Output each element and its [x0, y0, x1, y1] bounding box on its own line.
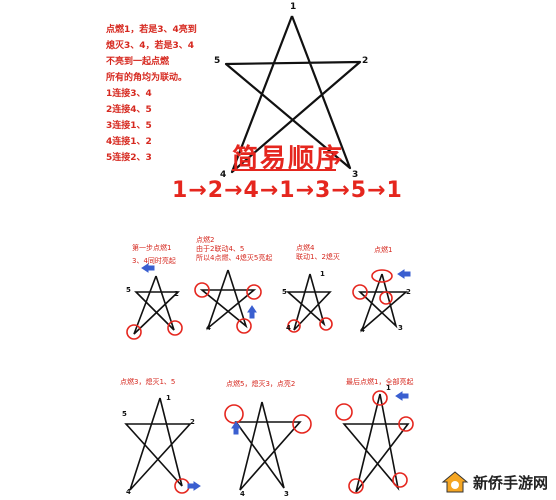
step5-caption: 点燃3，熄灭1、5 [120, 378, 176, 386]
house-icon [441, 471, 469, 493]
note-line: 3连接1、5 [106, 121, 152, 131]
step4-star [352, 269, 409, 333]
step3-line2: 联动1、2熄灭 [296, 253, 340, 261]
step1-line1: 第一步点燃1 [132, 244, 172, 252]
s1-label-2: 2 [174, 290, 179, 298]
instruction-notes: 点燃1，若是3、4亮到 熄灭3、4，若是3、4 不亮到一起点燃 所有的角均为联动… [106, 22, 226, 166]
s3-label-1: 1 [320, 270, 325, 278]
s5-label-2: 2 [190, 418, 195, 426]
step2-line3: 所以4点燃、4熄灭5亮起 [196, 254, 273, 262]
watermark-text: 新侨手游网 [472, 473, 548, 492]
note-line: 不亮到一起点燃 [106, 57, 170, 67]
big-star-label-3: 3 [352, 170, 359, 180]
step2-caption: 点燃2 由于2联动4、5 所以4点燃、4熄灭5亮起 [196, 236, 276, 263]
step1-line2: 3、4同时亮起 [132, 257, 176, 265]
watermark-logo: 新侨手游网 [441, 470, 548, 494]
note-line: 熄灭3、4，若是3、4 [106, 41, 195, 51]
s6-label-3: 3 [284, 490, 289, 498]
step2-star [194, 269, 262, 334]
big-star [224, 15, 362, 174]
page-title: 简易顺序 [232, 144, 345, 174]
note-line: 所有的角均为联动。 [106, 73, 188, 83]
step2-line2: 由于2联动4、5 [196, 245, 245, 253]
s6-label-4: 4 [240, 490, 245, 498]
note-line: 4连接1、2 [106, 137, 152, 147]
step4-caption: 点燃1 [374, 246, 434, 255]
s2-label-4: 4 [206, 324, 211, 332]
big-star-label-4: 4 [220, 170, 227, 180]
s4-label-3: 3 [398, 324, 403, 332]
note-line: 点燃1，若是3、4亮到 [106, 25, 197, 35]
step6-caption: 点燃5，熄灭3，点亮2 [226, 380, 296, 388]
s4-label-2: 2 [406, 288, 411, 296]
step1-star [126, 275, 183, 340]
s3-label-5: 5 [282, 288, 287, 296]
s5-label-1: 1 [166, 394, 171, 402]
step2-line1: 点燃2 [196, 236, 215, 244]
step7-star [335, 390, 414, 494]
s5-label-4: 4 [126, 488, 131, 496]
step3-caption: 点燃4 联动1、2熄灭 [296, 244, 366, 262]
s5-label-5: 5 [122, 410, 127, 418]
big-star-label-5: 5 [214, 56, 221, 66]
step3-line1: 点燃4 [296, 244, 315, 252]
s4-label-4: 4 [360, 326, 365, 334]
big-star-label-1: 1 [290, 2, 297, 12]
step6-star [224, 401, 312, 491]
step5-star [124, 397, 192, 494]
note-line: 5连接2、3 [106, 153, 152, 163]
blue-arrows [141, 263, 411, 491]
note-line: 1连接3、4 [106, 89, 152, 99]
step3-star [285, 273, 333, 333]
step1-caption: 第一步点燃1 3、4同时亮起 [132, 244, 202, 266]
step4-line1: 点燃1 [374, 246, 393, 254]
sequence-text: 1→2→4→1→3→5→1 [172, 178, 403, 203]
big-star-label-2: 2 [362, 56, 369, 66]
note-line: 2连接4、5 [106, 105, 152, 115]
s7-label-1: 1 [386, 384, 391, 392]
s3-label-4: 4 [286, 324, 291, 332]
step7-caption: 最后点燃1，全部亮起 [346, 378, 414, 386]
s1-label-5: 5 [126, 286, 131, 294]
